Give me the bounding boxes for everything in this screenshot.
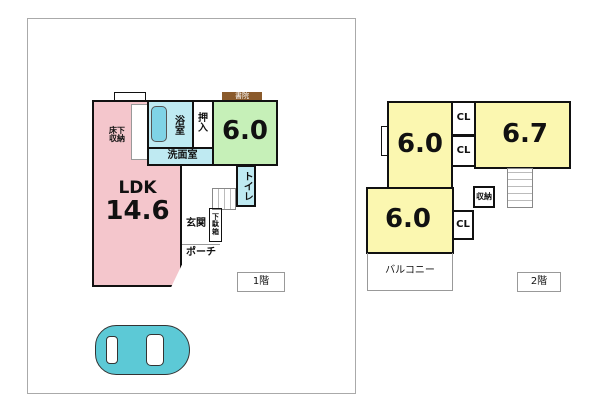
room3-size: 6.0 — [384, 204, 432, 235]
ldk-size: 14.6 — [105, 195, 170, 226]
room2-size: 6.7 — [501, 119, 549, 150]
ldk-name: LDK — [118, 178, 157, 198]
hall-wall — [180, 165, 182, 265]
washitsu — [212, 100, 278, 166]
room3 — [366, 187, 454, 254]
oshiire-label: 押 入 — [198, 112, 208, 134]
car-icon — [95, 325, 190, 375]
toilet-label: トイレ — [241, 171, 253, 201]
closet-1: CL — [451, 101, 476, 136]
porch-label: ポーチ — [182, 244, 220, 262]
closet-3: CL — [452, 210, 474, 240]
room1-size: 6.0 — [396, 129, 444, 160]
car-windshield — [146, 334, 164, 366]
lot-boundary — [27, 18, 356, 394]
closet-2: CL — [451, 135, 476, 167]
storage: 収納 — [473, 186, 495, 208]
washitsu-size: 6.0 — [221, 116, 269, 147]
bath-label: 浴 室 — [175, 115, 185, 137]
ldk-label: LDK 14.6 — [100, 178, 175, 226]
kitchen-counter — [131, 104, 148, 160]
floor1-title: 1階 — [237, 272, 285, 292]
room1 — [387, 101, 453, 189]
floor2-title: 2階 — [517, 272, 561, 292]
car-rear-window — [106, 336, 118, 364]
stairs — [212, 188, 236, 210]
bathtub — [151, 106, 167, 142]
stairs-2f — [507, 168, 533, 208]
shoin — [222, 92, 262, 101]
balcony: バルコニー — [367, 253, 453, 291]
toilet — [236, 165, 256, 207]
shoe-box-label: 下 駄 箱 — [212, 212, 219, 236]
entrance-label: 玄関 — [186, 217, 206, 229]
floor-storage-label: 床下 収納 — [109, 125, 125, 143]
washroom-label: 洗面室 — [167, 150, 198, 162]
shoin-label: 書院 — [235, 91, 249, 100]
shoe-box — [209, 208, 222, 242]
